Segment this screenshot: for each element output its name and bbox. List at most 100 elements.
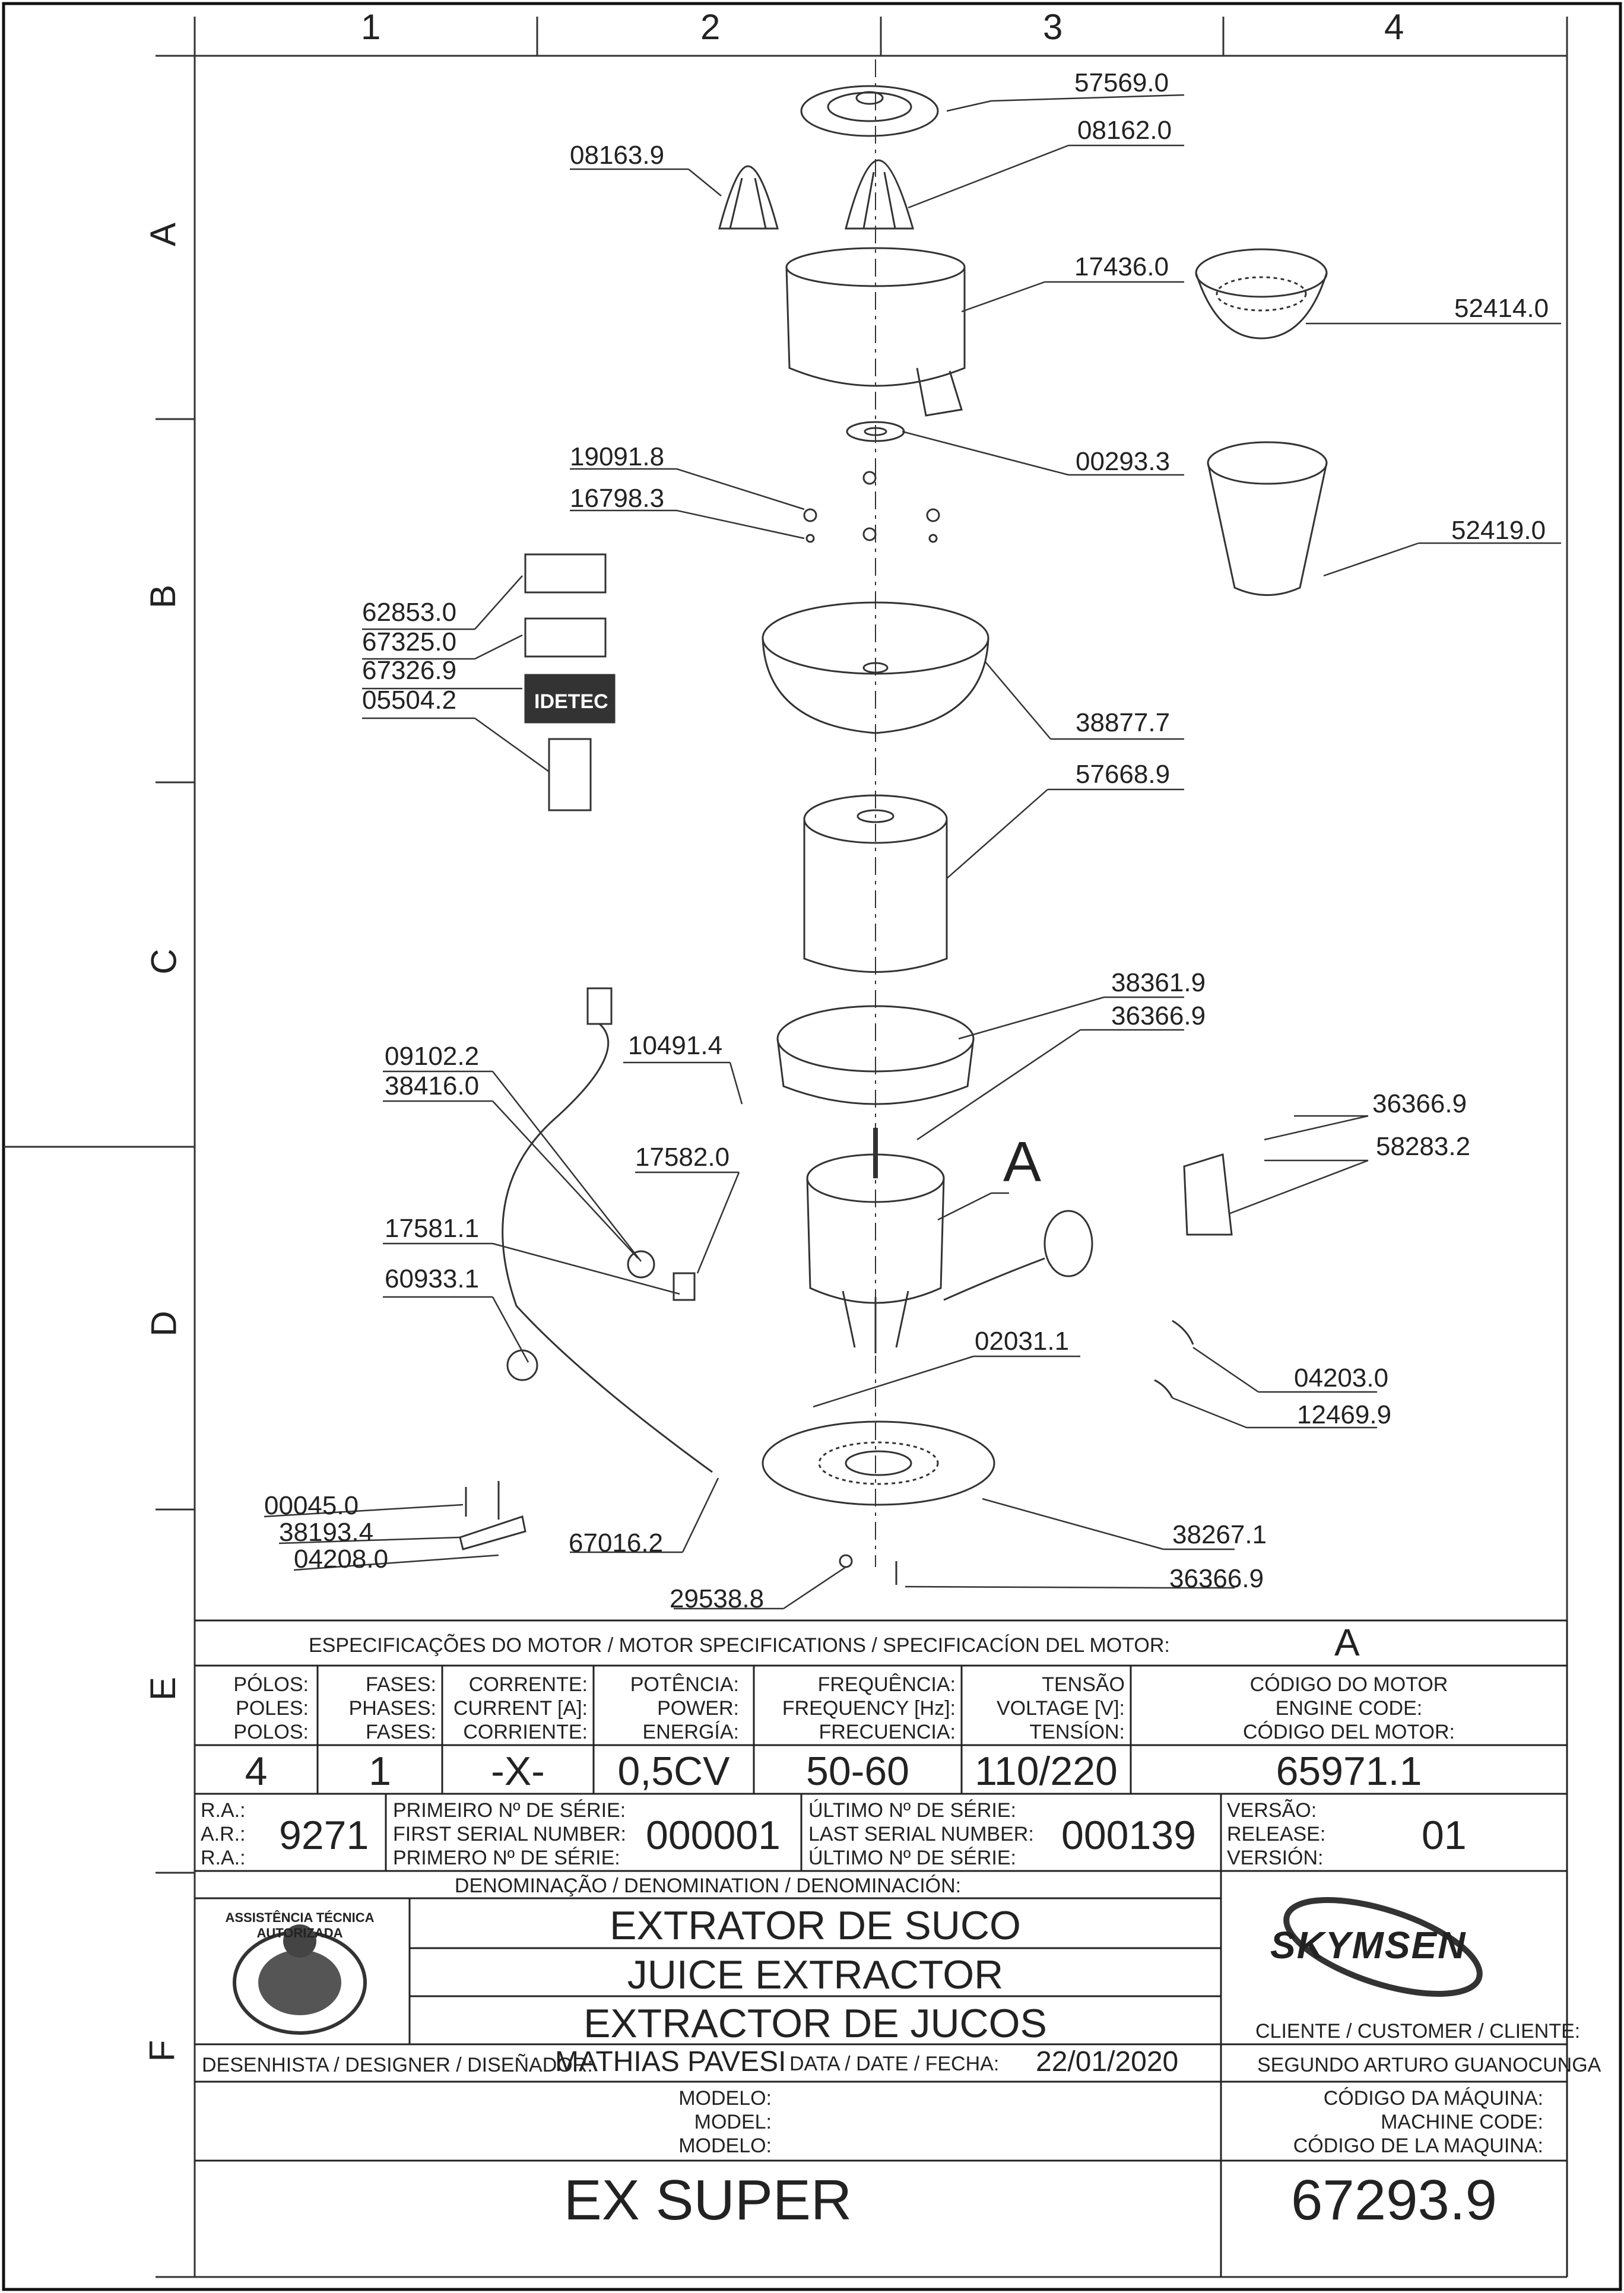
value-current: -X- [491,1749,545,1794]
large-cone-part [845,159,914,230]
callout-57569: 57569.0 [1074,68,1169,97]
first-serial-labels: PRIMEIRO Nº DE SÉRIE:FIRST SERIAL NUMBER… [393,1799,626,1870]
callout-02031: 02031.1 [975,1327,1070,1356]
header-frequency: FREQUÊNCIA:FREQUENCY [Hz]:FRECUENCIA: [782,1673,956,1744]
motor-spec-ref: A [1334,1621,1360,1664]
callout-17581: 17581.1 [385,1214,480,1243]
callout-36366-a: 36366.9 [1111,1001,1206,1030]
value-engine-code: 65971.1 [1276,1749,1422,1794]
sieve-part [1195,248,1328,340]
grid-row-E: E [143,1676,183,1701]
small-cone-part [718,165,779,230]
value-phases: 1 [369,1749,391,1794]
brand-swoosh [1283,1897,1483,1997]
bracket-part [1183,1153,1233,1236]
header-phases: FASES:PHASES:FASES: [348,1673,436,1744]
value-poles: 4 [245,1749,268,1794]
clips-part [1154,1320,1194,1398]
version-value: 01 [1422,1813,1467,1858]
callout-12469: 12469.9 [1297,1400,1392,1429]
value-frequency: 50-60 [806,1749,909,1794]
grid-row-C: C [144,949,184,975]
motor-ring-part [776,1005,975,1105]
header-poles: PÓLOS:POLES:POLOS: [233,1673,309,1744]
grid-col-1: 1 [361,7,381,47]
machine-code-labels: CÓDIGO DA MÁQUINA:MACHINE CODE:CÓDIGO DE… [1293,2087,1543,2158]
callout-38877: 38877.7 [1076,708,1171,737]
callout-17582: 17582.0 [635,1143,730,1172]
motor-spec-title: ESPECIFICAÇÕES DO MOTOR / MOTOR SPECIFIC… [309,1634,1170,1657]
callout-67325: 67325.0 [362,627,457,656]
motor-reference-label: A [1003,1130,1042,1194]
pulp-container-part [1207,441,1328,596]
value-power: 0,5CV [617,1749,730,1794]
fasteners-part [803,471,940,543]
header-power: POTÊNCIA:POWER:ENERGÍA: [630,1673,739,1744]
foot-screws-part [459,1481,897,1585]
callout-10491: 10491.4 [628,1031,723,1060]
callout-57668: 57668.9 [1076,760,1171,789]
power-cord-part [502,987,713,1473]
grid-col-3: 3 [1043,7,1063,47]
grid-row-B: B [143,584,183,609]
callout-05504: 05504.2 [362,686,457,715]
authorized-service-logo-text: ASSISTÊNCIA TÉCNICA AUTORIZADA [225,1910,375,1940]
capacitor-part [943,1210,1093,1301]
callout-16798: 16798.3 [570,484,665,513]
callout-08162: 08162.0 [1077,116,1172,145]
callout-08163: 08163.9 [570,141,665,170]
ra-value: 9271 [279,1813,369,1858]
date-value: 22/01/2020 [1036,2046,1179,2078]
callout-52419: 52419.0 [1451,516,1546,545]
base-plate-part [762,1420,995,1506]
callout-38361: 38361.9 [1111,968,1206,997]
denomination-label: DENOMINAÇÃO / DENOMINATION / DENOMINACIÓ… [454,1875,962,1897]
grid-col-2: 2 [700,7,721,47]
designer-label: DESENHISTA / DESIGNER / DISEÑADOR: [202,2054,593,2076]
model-value: EX SUPER [563,2168,852,2232]
callout-00045: 00045.0 [264,1491,359,1520]
version-labels: VERSÃO:RELEASE:VERSIÓN: [1227,1799,1326,1870]
callout-38416: 38416.0 [385,1071,480,1100]
callout-36366-b: 36366.9 [1372,1089,1467,1118]
callout-17436: 17436.0 [1074,252,1169,281]
grid-col-4: 4 [1384,7,1404,47]
first-serial-value: 000001 [646,1813,781,1858]
grid-row-D: D [144,1311,184,1337]
last-serial-value: 000139 [1061,1813,1196,1858]
callout-38267: 38267.1 [1172,1520,1267,1549]
callout-04208: 04208.0 [294,1544,389,1574]
label-plates-part [524,553,616,811]
callout-00293: 00293.3 [1076,447,1171,476]
callout-67326: 67326.9 [362,656,457,685]
product-name-es: EXTRACTOR DE JUCOS [583,2001,1047,2046]
ra-labels: R.A.:A.R.:R.A.: [201,1799,246,1870]
designer-value: MATHIAS PAVESI [555,2046,786,2078]
callout-38193: 38193.4 [279,1518,374,1547]
callout-60933: 60933.1 [385,1264,480,1293]
grid-row-F: F [142,2040,182,2062]
header-current: CORRENTE:CURRENT [A]:CORRIENTE: [453,1673,588,1744]
callout-62853: 62853.0 [362,598,457,627]
last-serial-labels: ÚLTIMO Nº DE SÉRIE:LAST SERIAL NUMBER:ÚL… [808,1799,1034,1870]
machine-code-value: 67293.9 [1290,2168,1497,2232]
client-label: CLIENTE / CUSTOMER / CLIENTE: [1255,2020,1581,2043]
date-label: DATA / DATE / FECHA: [789,2053,1000,2075]
client-value: SEGUNDO ARTURO GUANOCUNGA [1257,2054,1601,2076]
callout-29538: 29538.8 [670,1584,765,1613]
callout-67016: 67016.2 [569,1528,664,1558]
model-labels: MODELO:MODEL:MODELO: [678,2087,772,2158]
callout-36366-c: 36366.9 [1169,1564,1264,1593]
brand-logo: SKYMSEN [1270,1924,1467,1967]
callout-09102: 09102.2 [385,1042,480,1071]
callout-52414: 52414.0 [1454,294,1549,323]
switch-part [627,1250,696,1301]
product-name-pt: EXTRATOR DE SUCO [610,1903,1021,1948]
lid-part [800,85,939,137]
callout-19091: 19091.8 [570,442,665,471]
callout-58283: 58283.2 [1376,1132,1471,1161]
product-name-en: JUICE EXTRACTOR [627,1952,1004,1997]
